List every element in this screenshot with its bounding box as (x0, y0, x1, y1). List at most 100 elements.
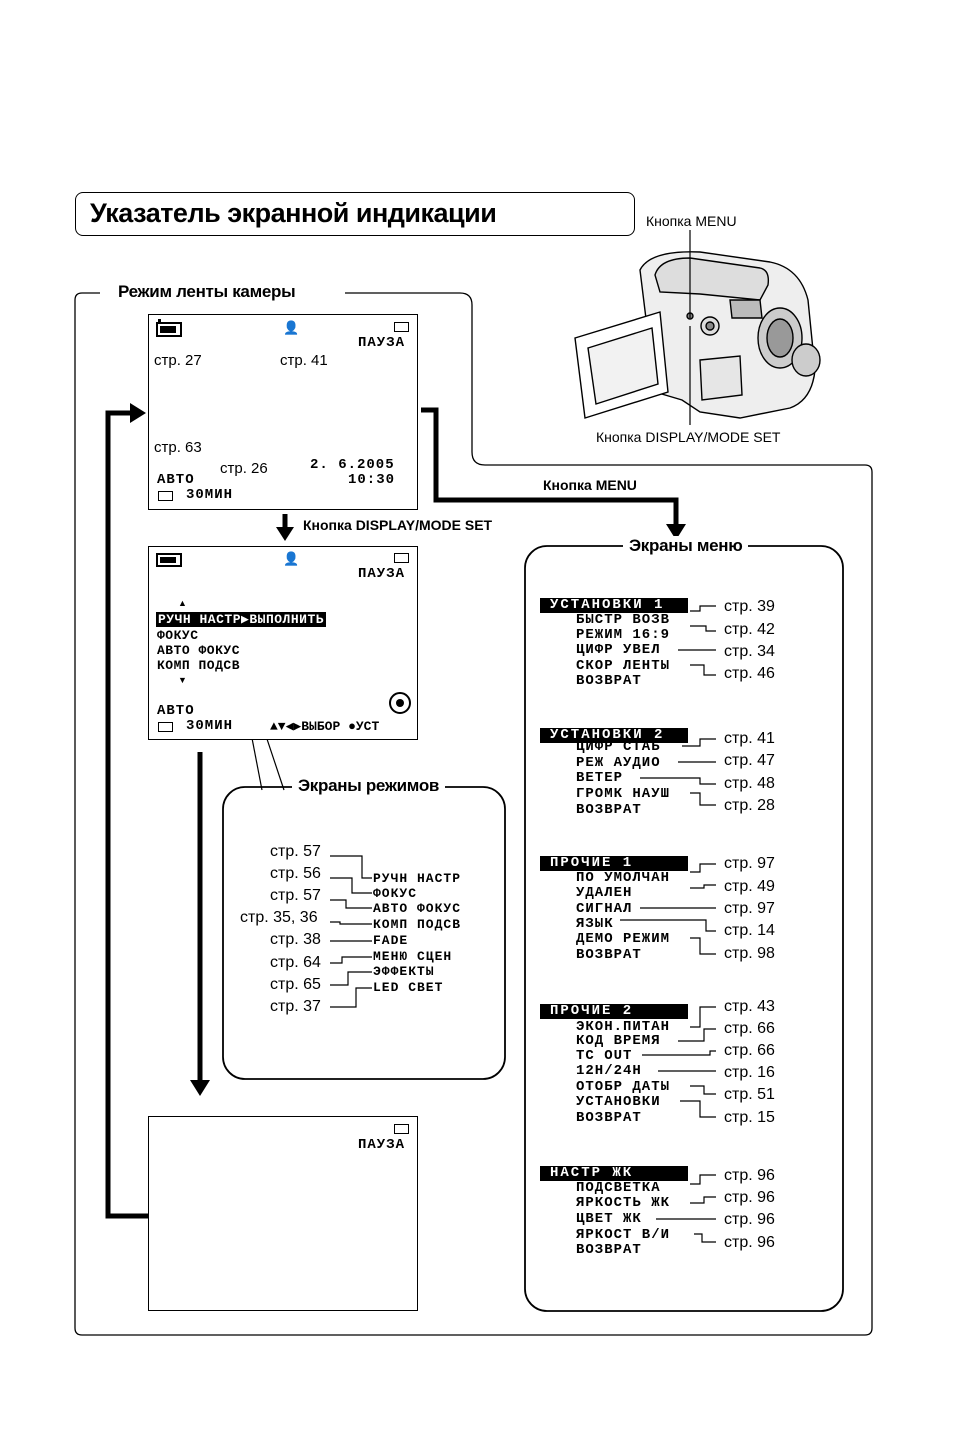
menu-group-header: ПРОЧИЕ 2 (540, 1004, 688, 1019)
camera-display-label: Кнопка DISPLAY/MODE SET (596, 429, 781, 445)
scroll-down-icon: ▼ (178, 675, 187, 685)
ref-person: стр. 41 (280, 352, 328, 369)
menu-ref: стр. 47 (724, 752, 775, 769)
highlighted-item[interactable]: РУЧН НАСТР▶ВЫПОЛНИТЬ (156, 612, 327, 627)
menu-ref: стр. 14 (724, 922, 775, 939)
menu-item: КОД ВРЕМЯ (576, 1033, 661, 1049)
mode-screens-title: Экраны режимов (292, 776, 446, 796)
mode-ref: стр. 37 (270, 998, 321, 1015)
mode-item: АВТО ФОКУС (373, 901, 462, 916)
screen-manual-settings (148, 546, 418, 740)
tape-remaining-icon (158, 491, 173, 501)
menu-ref: стр. 48 (724, 775, 775, 792)
menu-item: ЯРКОСТЬ ЖК (576, 1195, 671, 1211)
menu-ref: стр. 41 (724, 730, 775, 747)
mode-ref: стр. 65 (270, 976, 321, 993)
menu-ref: стр. 98 (724, 945, 775, 962)
menu-ref: стр. 96 (724, 1189, 775, 1206)
menu-ref: стр. 16 (724, 1064, 775, 1081)
menu-ref: стр. 39 (724, 598, 775, 615)
menu-group-header: НАСТР ЖК (540, 1166, 688, 1181)
tape-remaining-icon-2 (158, 722, 173, 732)
menu-item: УДАЛЕН (576, 885, 633, 901)
menu-ref: стр. 97 (724, 855, 775, 872)
remaining-time: 30МИН (186, 487, 234, 503)
menu-item-focus[interactable]: ФОКУС (157, 628, 199, 643)
menu-item: ЦИФР УВЕЛ (576, 642, 661, 658)
arrow-menu-label: Кнопка MENU (543, 477, 637, 493)
menu-ref: стр. 66 (724, 1020, 775, 1037)
page-title: Указатель экранной индикации (90, 198, 497, 228)
mode-item: FADE (373, 933, 409, 948)
battery-icon (156, 322, 182, 337)
person-icon: 👤 (283, 320, 300, 335)
menu-ref: стр. 96 (724, 1167, 775, 1184)
menu-item: РЕЖИМ 16:9 (576, 627, 671, 643)
menu-item-auto-focus[interactable]: АВТО ФОКУС (157, 643, 241, 658)
menu-ref: стр. 46 (724, 665, 775, 682)
mode-item: КОМП ПОДСВ (373, 917, 462, 932)
mode-ref: стр. 57 (270, 843, 321, 860)
tape-icon (394, 322, 409, 332)
tape-icon-2 (394, 553, 409, 563)
menu-item: БЫСТР ВОЗВ (576, 612, 671, 628)
mode-item: LED СВЕТ (373, 980, 444, 995)
menu-ref: стр. 49 (724, 878, 775, 895)
mode-item: МЕНЮ СЦЕН (373, 949, 453, 964)
menu-item: ВОЗВРАТ (576, 802, 642, 818)
pause-status-2: ПАУЗА (358, 566, 406, 582)
pause-status-3: ПАУЗА (358, 1137, 406, 1153)
menu-item: ПОДСВЕТКА (576, 1180, 661, 1196)
ref-time: стр. 26 (220, 460, 268, 477)
menu-item: ЦИФР СТАБ (576, 739, 661, 755)
menu-ref: стр. 96 (724, 1211, 775, 1228)
menu-item: СКОР ЛЕНТЫ (576, 658, 671, 674)
menu-item: ЯРКОСТ В/И (576, 1227, 671, 1243)
mode-ref: стр. 56 (270, 865, 321, 882)
menu-item: ЦВЕТ ЖК (576, 1211, 642, 1227)
menu-item: ГРОМК НАУШ (576, 786, 671, 802)
mode-item: ЭФФЕКТЫ (373, 964, 435, 979)
tape-icon-3 (394, 1124, 409, 1134)
menu-group-header: ПРОЧИЕ 1 (540, 856, 688, 871)
menu-ref: стр. 51 (724, 1086, 775, 1103)
person-icon-2: 👤 (283, 551, 300, 566)
menu-item: ВОЗВРАТ (576, 947, 642, 963)
mode-ref: стр. 38 (270, 931, 321, 948)
menu-group-header: УСТАНОВКИ 1 (540, 598, 688, 613)
nav-hint: ▲▼◀▶ВЫБОР ●УСТ (270, 719, 380, 734)
menu-item: ОТОБР ДАТЫ (576, 1079, 671, 1095)
menu-ref: стр. 34 (724, 643, 775, 660)
arrow-display-label: Кнопка DISPLAY/MODE SET (303, 517, 493, 533)
title-frame (75, 192, 635, 236)
menu-item: СИГНАЛ (576, 901, 633, 917)
time-display: 10:30 (348, 472, 396, 488)
mode-ref: стр. 57 (270, 887, 321, 904)
menu-item: ВОЗВРАТ (576, 1110, 642, 1126)
menu-item: ДЕМО РЕЖИМ (576, 931, 671, 947)
menu-item: 12H/24H (576, 1063, 642, 1079)
menu-item: РЕЖ АУДИО (576, 755, 661, 771)
menu-ref: стр. 42 (724, 621, 775, 638)
screen-display-off (148, 1116, 418, 1311)
mode-ref: стр. 35, 36 (240, 909, 318, 926)
menu-item: УСТАНОВКИ (576, 1094, 661, 1110)
menu-ref: стр. 66 (724, 1042, 775, 1059)
ref-auto: стр. 63 (154, 439, 202, 456)
battery-icon-2 (156, 553, 182, 567)
mode-item: ФОКУС (373, 886, 418, 901)
menu-group-header: УСТАНОВКИ 2 (540, 728, 688, 743)
battery-tip (158, 319, 161, 323)
menu-item-backlight[interactable]: КОМП ПОДСВ (157, 658, 241, 673)
menu-ref: стр. 97 (724, 900, 775, 917)
section-title: Режим ленты камеры (112, 282, 302, 302)
scroll-up-icon: ▲ (178, 598, 187, 608)
ref-battery: стр. 27 (154, 352, 202, 369)
menu-item: ВЕТЕР (576, 770, 624, 786)
menu-ref: стр. 96 (724, 1234, 775, 1251)
remaining-time-2: 30МИН (186, 718, 234, 734)
auto-mode: АВТО (157, 472, 195, 488)
pause-status: ПАУЗА (358, 335, 406, 351)
screen-camera-mode (148, 314, 418, 510)
date-display: 2. 6.2005 (310, 457, 395, 473)
